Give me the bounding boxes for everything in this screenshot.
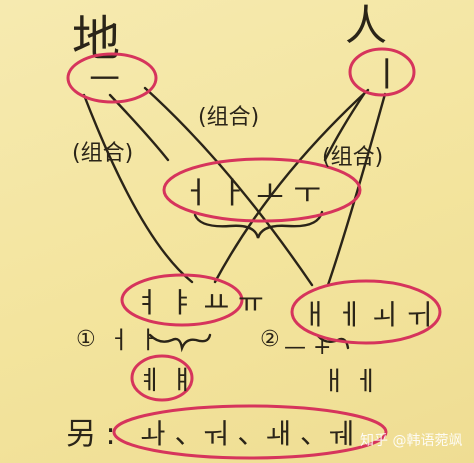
person-vowel: ㅣ	[371, 55, 402, 95]
left-pair-vowels: ㅖ ㅒ	[138, 366, 194, 396]
other-prefix: 另 :	[66, 417, 116, 452]
circle-earth	[66, 52, 158, 104]
watermark: 知乎 @韩语菀飒	[360, 432, 462, 449]
note-number-2: ②	[260, 327, 280, 352]
circle-combined	[162, 157, 362, 223]
connection-lines	[82, 86, 387, 353]
note-text-2: — +	[284, 335, 331, 360]
right-pair-vowels: ㅐ ㅔ	[322, 367, 378, 397]
line-person-to-right	[326, 92, 387, 287]
circle-row-left	[120, 273, 244, 327]
line-earth-to-left	[82, 93, 194, 284]
circle-row-right	[290, 279, 442, 345]
circle-bottom	[112, 404, 388, 460]
brace-small-left	[148, 333, 212, 353]
circle-left-pair	[130, 354, 194, 402]
line-earth-to-right	[143, 86, 314, 287]
brace	[193, 210, 324, 239]
line-person-to-left	[213, 88, 370, 284]
earth-label: 地	[72, 11, 120, 67]
person-label: 人	[345, 1, 387, 50]
note-number-1: ①	[76, 327, 96, 352]
highlight-circles	[66, 47, 442, 460]
earth-vowel: ㅡ	[89, 60, 120, 100]
row-left-vowels: ㅕ ㅑ ㅛ ㅠ	[134, 286, 264, 319]
line-person-inner	[323, 92, 366, 162]
row-right-vowels: ㅐ ㅔ ㅚ ㅟ	[302, 298, 432, 331]
combine-label-left: (组合)	[72, 141, 133, 166]
combine-label-center: (组合)	[198, 105, 259, 130]
circle-person	[348, 47, 416, 97]
note-text-1: ㅓ ㅏ	[108, 326, 160, 354]
combined-vowels: ㅓ ㅏ ㅗ ㅜ	[182, 176, 321, 211]
combine-label-right: (组合)	[322, 145, 383, 170]
bottom-vowels: ㅘ 、ㅝ 、ㅙ 、ㅞ	[140, 417, 354, 450]
